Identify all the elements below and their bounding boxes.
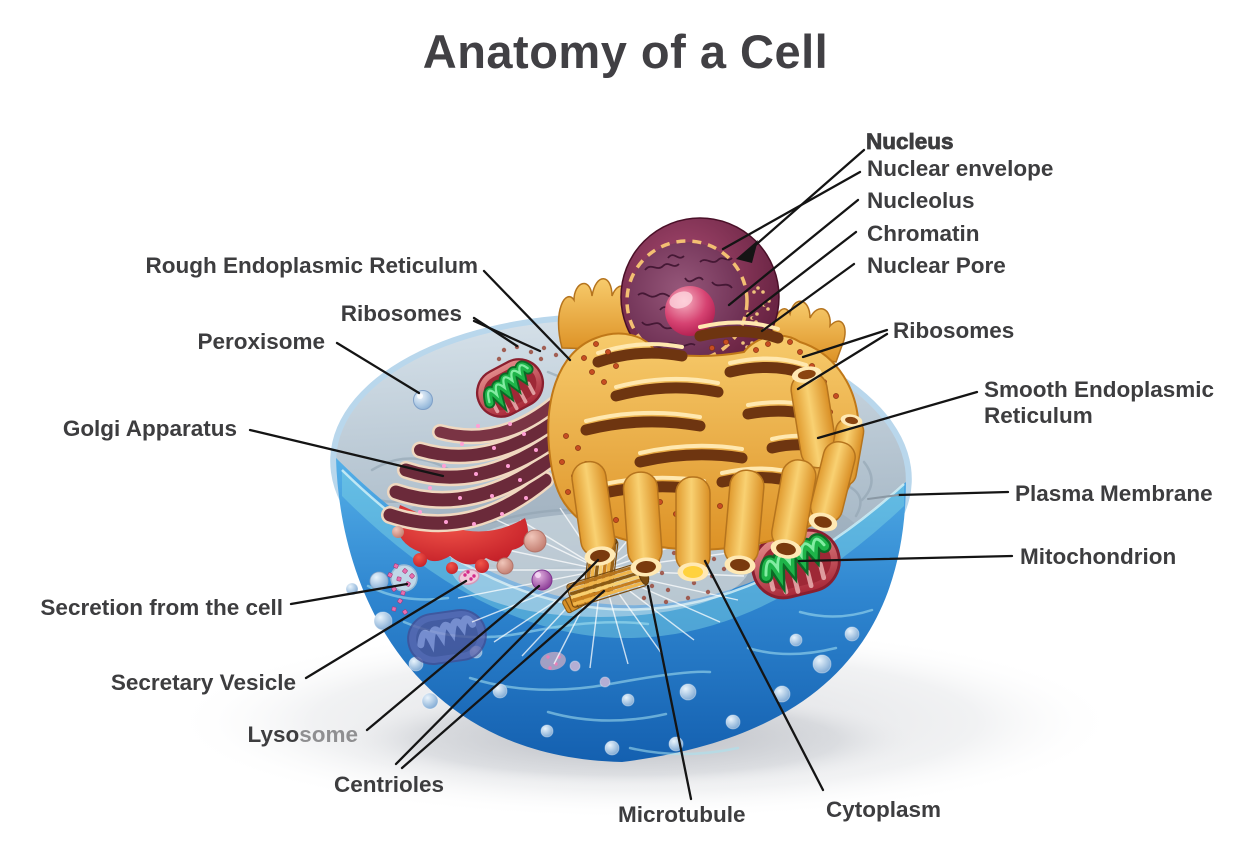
label-golgi-apparatus: Golgi Apparatus	[62, 416, 237, 441]
secretory-vesicle	[458, 569, 480, 585]
leader-line-rough-er	[482, 269, 572, 362]
label-mitochondrion: Mitochondrion	[1020, 544, 1177, 569]
mitochondrion-shadowed	[407, 609, 487, 665]
leader-line-secretory-vesicle	[304, 579, 468, 680]
label-cytoplasm: Cytoplasm	[826, 797, 942, 822]
golgi-cargo-dots	[418, 422, 538, 526]
label-rough-er: Rough Endoplasmic Reticulum	[145, 253, 478, 278]
leader-line-nucleolus	[727, 198, 860, 307]
label-ribosomes-left: Ribosomes	[340, 301, 462, 326]
leader-line-ribosomes-right-b	[796, 332, 889, 391]
leader-lines	[248, 148, 1014, 801]
leader-line-ribosomes-right-a	[801, 328, 889, 359]
leader-line-golgi	[248, 428, 445, 478]
leader-line-centrioles-b	[400, 589, 606, 770]
leader-line-plasma-membrane	[896, 490, 1010, 497]
label-chromatin: Chromatin	[867, 221, 980, 246]
label-microtubule: Microtubule	[618, 802, 746, 827]
page-title: Anatomy of a Cell	[422, 25, 829, 78]
secreted-particles	[387, 563, 415, 615]
peroxisome	[413, 390, 433, 410]
leader-line-ribosomes-left-b	[472, 319, 542, 353]
label-lysosome: Lysosome	[247, 722, 358, 747]
leader-line-secretion	[289, 582, 409, 606]
leader-line-smooth-er	[816, 390, 979, 440]
leader-line-nucleus	[749, 148, 866, 251]
leader-line-centrioles-a	[394, 558, 600, 766]
leader-line-peroxisome	[335, 341, 421, 395]
smooth-er-tubes-front	[571, 440, 856, 582]
label-nuclear-envelope: Nuclear envelope	[867, 156, 1054, 181]
nucleus-arrowhead	[736, 240, 758, 263]
label-peroxisome: Peroxisome	[197, 329, 325, 354]
leader-line-cytoplasm	[703, 559, 825, 792]
nuclear-envelope-rim	[625, 239, 749, 363]
label-smooth-er: Smooth Endoplasmic Reticulum	[984, 377, 1215, 428]
label-secretory-vesicle: Secretary Vesicle	[110, 670, 296, 695]
label-nucleus: Nucleus	[866, 129, 954, 155]
leader-line-chromatin	[745, 230, 858, 318]
cytoskeleton-fibers-blue	[366, 584, 874, 756]
label-ribosomes-right: Ribosomes	[893, 318, 1015, 343]
golgi-apparatus	[381, 396, 565, 574]
golgi-vesicle	[392, 526, 404, 538]
label-nucleolus: Nucleolus	[867, 188, 975, 213]
leader-line-plasma-membrane-stub	[867, 494, 899, 500]
lysosome	[531, 569, 553, 591]
leader-line-microtubule	[646, 584, 693, 801]
golgi-cisternae	[381, 396, 565, 533]
leader-line-nuclear-pore	[760, 262, 856, 333]
label-nuclear-pore: Nuclear Pore	[867, 253, 1006, 278]
label-centrioles: Centrioles	[333, 772, 444, 797]
label-secretion: Secretion from the cell	[40, 595, 283, 620]
leader-line-nuclear-envelope	[721, 170, 862, 251]
leader-line-lysosome	[365, 584, 541, 732]
label-plasma-membrane: Plasma Membrane	[1015, 481, 1213, 506]
endoplasmic-reticulum	[547, 320, 865, 582]
leader-line-mitochondrion	[797, 554, 1014, 563]
